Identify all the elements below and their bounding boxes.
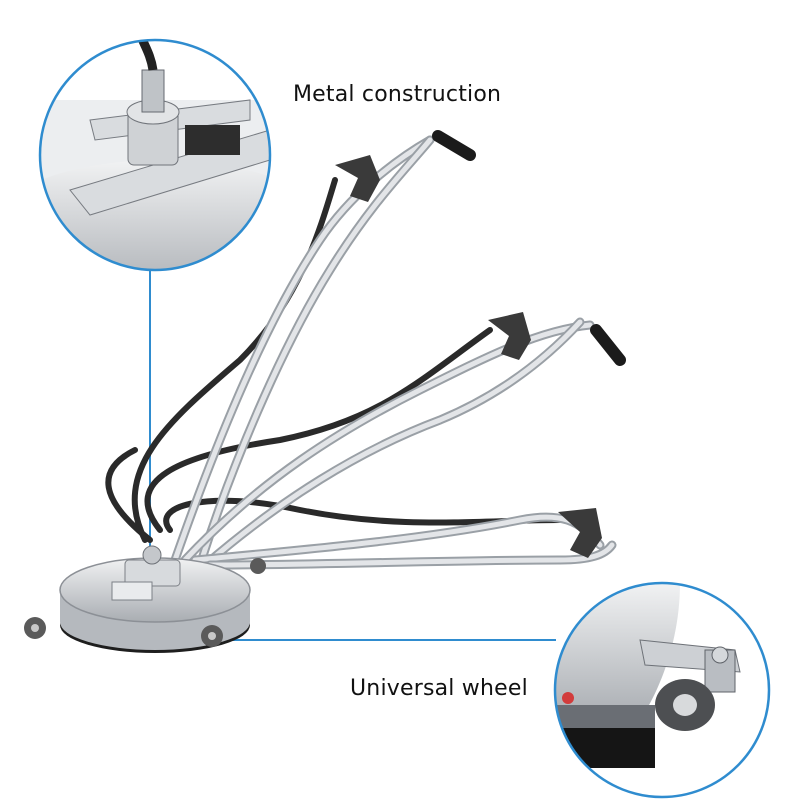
hoses bbox=[105, 177, 563, 543]
universal-wheel-label: Universal wheel bbox=[350, 676, 528, 701]
spray-guns bbox=[335, 155, 602, 558]
handle-grips bbox=[432, 130, 626, 366]
handle-frames bbox=[170, 135, 617, 570]
caster-wheels bbox=[24, 558, 266, 647]
metal-construction-label: Metal construction bbox=[293, 82, 502, 107]
universal-wheel-zoom bbox=[553, 581, 771, 799]
metal-construction-zoom bbox=[38, 38, 272, 272]
